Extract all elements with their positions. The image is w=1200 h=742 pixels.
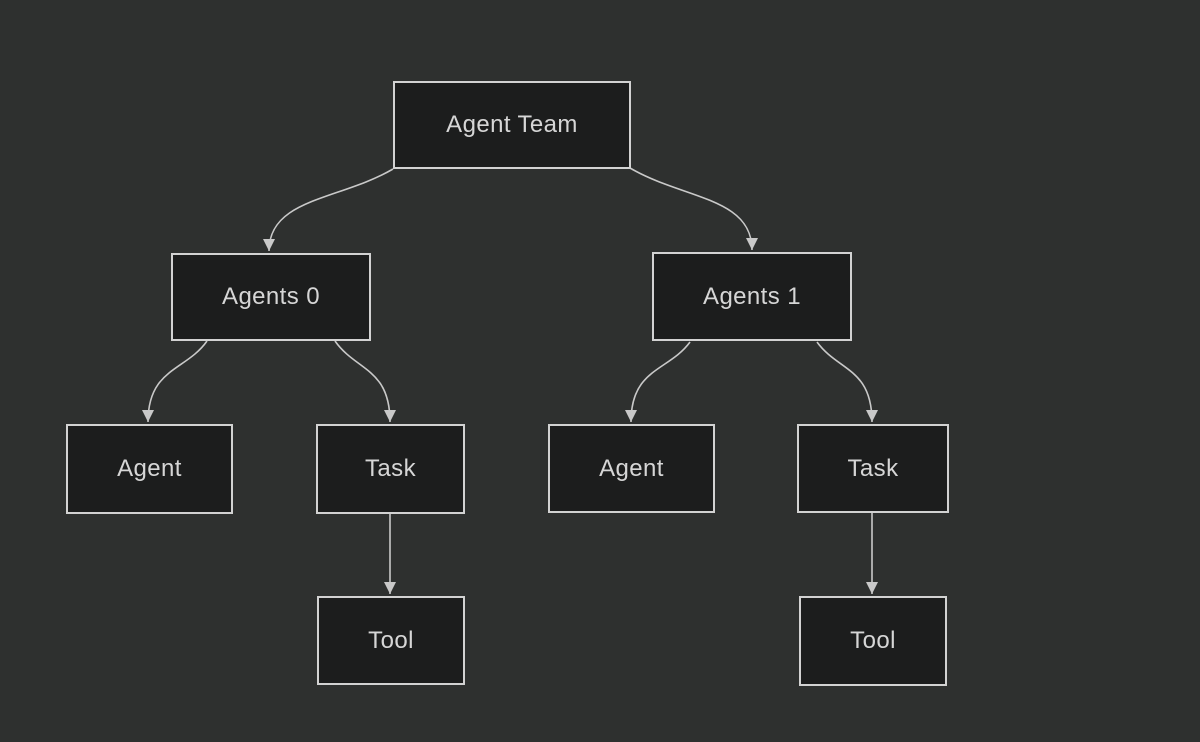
node-agent-right: Agent — [548, 424, 715, 513]
node-agent-team: Agent Team — [393, 81, 631, 169]
edge-agent-team-to-agents-0 — [263, 168, 394, 252]
edge-agents-1-to-agent — [625, 341, 691, 423]
node-tool-right: Tool — [799, 596, 947, 686]
node-agents-0-label: Agents 0 — [222, 283, 320, 310]
node-task-left: Task — [316, 424, 465, 514]
edge-agents-0-to-agent — [142, 340, 208, 423]
node-tool-right-label: Tool — [850, 627, 896, 654]
node-agent-left: Agent — [66, 424, 233, 514]
node-agents-0: Agents 0 — [171, 253, 371, 341]
edge-agents-1-to-task — [816, 341, 878, 423]
node-tool-left-label: Tool — [368, 626, 414, 654]
node-agent-left-label: Agent — [117, 455, 182, 482]
node-task-right: Task — [797, 424, 949, 513]
node-tool-left: Tool — [317, 596, 465, 685]
edge-agents-0-to-task — [334, 340, 396, 423]
node-agents-1-label: Agents 1 — [703, 282, 801, 310]
node-task-left-label: Task — [365, 455, 416, 482]
edge-agent-team-to-agents-1 — [629, 167, 758, 251]
node-agent-right-label: Agent — [599, 454, 664, 482]
node-agent-team-label: Agent Team — [446, 111, 578, 138]
node-agents-1: Agents 1 — [652, 252, 852, 341]
node-task-right-label: Task — [847, 454, 899, 482]
